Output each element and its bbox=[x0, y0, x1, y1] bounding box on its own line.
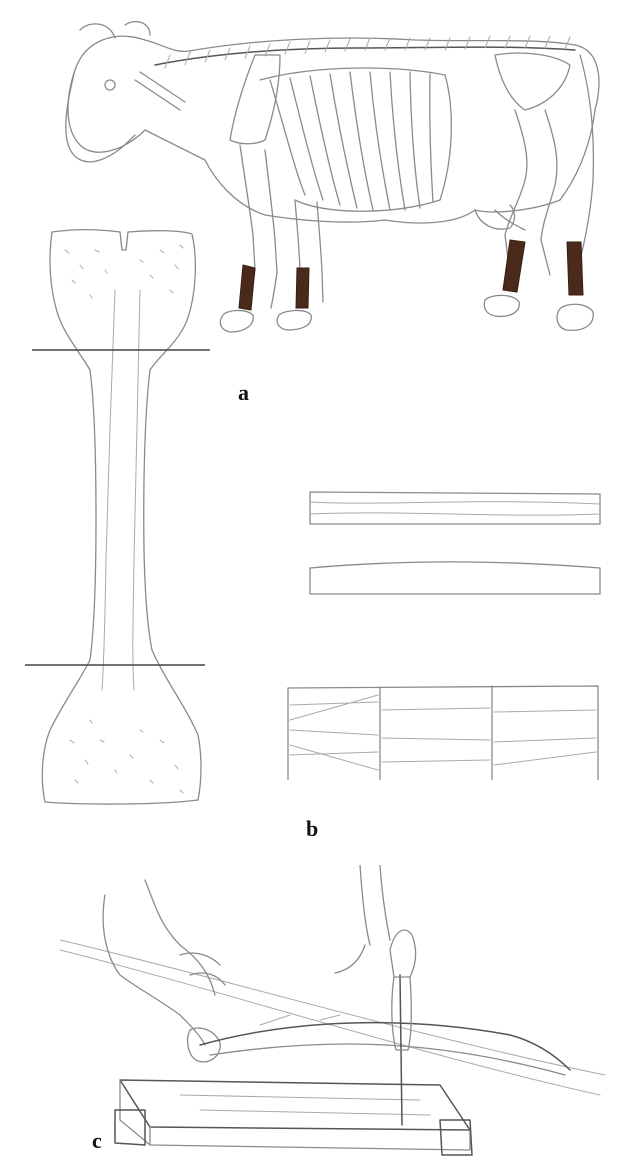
panel-label-a: a bbox=[238, 382, 249, 404]
panel-label-b: b bbox=[306, 818, 318, 840]
metapodial-bone-drawing bbox=[20, 220, 220, 830]
bone-blank-strips bbox=[280, 480, 610, 780]
panel-label-c: c bbox=[92, 1130, 102, 1152]
bow-drill-scene-drawing bbox=[60, 865, 620, 1165]
